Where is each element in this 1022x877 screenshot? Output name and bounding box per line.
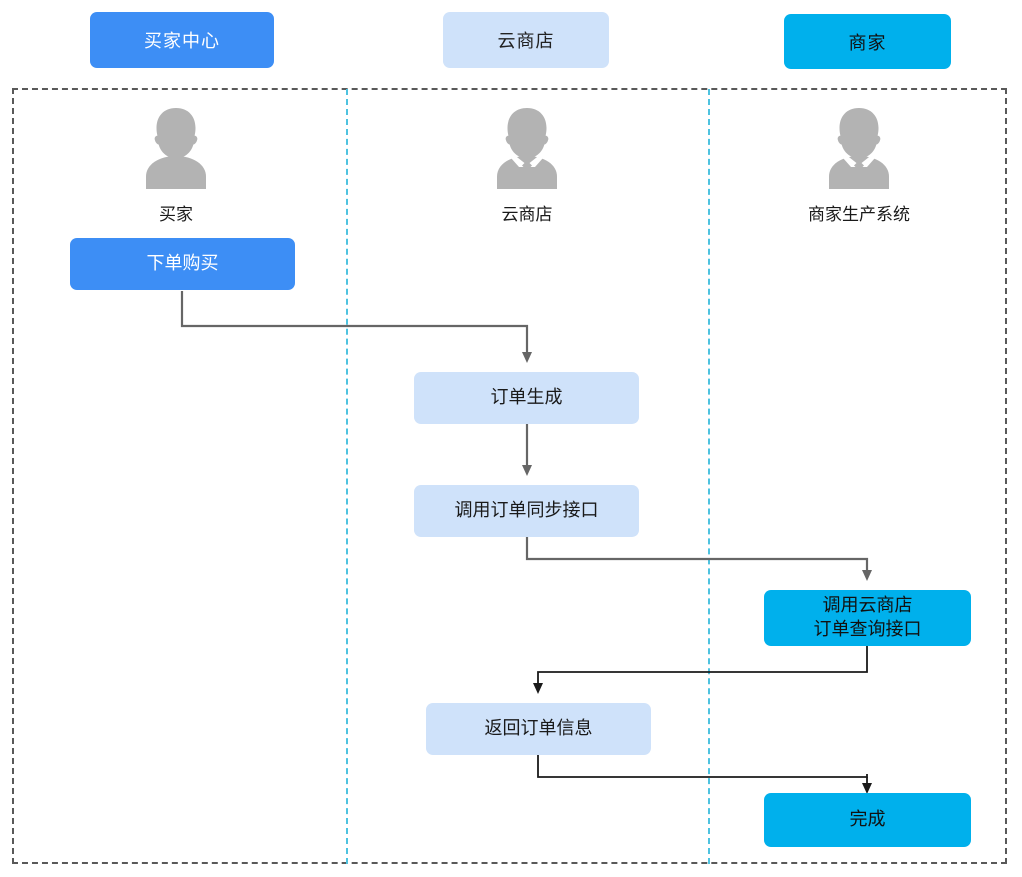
actor-merchant: 商家生产系统: [769, 104, 949, 225]
node-complete[interactable]: 完成: [764, 793, 971, 847]
actor-buyer-label: 买家: [159, 205, 193, 225]
lane-divider-buyer-cloud: [346, 89, 348, 864]
actor-cloud: 云商店: [437, 104, 617, 225]
user-avatar-collar-icon: [811, 104, 907, 189]
actor-merchant-label: 商家生产系统: [808, 205, 910, 225]
lane-header-cloud: 云商店: [443, 12, 609, 68]
node-order-generated-label: 订单生成: [490, 387, 563, 409]
lane-header-buyer-label: 买家中心: [144, 31, 220, 52]
node-return-order-info[interactable]: 返回订单信息: [426, 703, 651, 755]
node-call-cloud-store-query-api[interactable]: 调用云商店 订单查询接口: [764, 590, 971, 646]
node-order-generated[interactable]: 订单生成: [414, 372, 639, 424]
node-return-order-info-label: 返回订单信息: [484, 718, 593, 740]
actor-buyer: 买家: [86, 104, 266, 225]
diagram-frame: [12, 88, 1007, 864]
user-avatar-collar-icon: [479, 104, 575, 189]
node-call-cloud-store-query-api-label: 调用云商店 订单查询接口: [813, 595, 922, 640]
node-complete-label: 完成: [849, 809, 886, 831]
lane-divider-cloud-merchant: [708, 89, 710, 864]
lane-header-merchant: 商家: [784, 14, 951, 69]
actor-cloud-label: 云商店: [501, 205, 553, 225]
lane-header-cloud-label: 云商店: [497, 31, 555, 52]
node-place-order[interactable]: 下单购买: [70, 238, 295, 290]
lane-header-buyer: 买家中心: [90, 12, 274, 68]
node-call-order-sync-api-label: 调用订单同步接口: [454, 500, 599, 522]
node-place-order-label: 下单购买: [146, 253, 219, 275]
node-call-order-sync-api[interactable]: 调用订单同步接口: [414, 485, 639, 537]
user-avatar-icon: [128, 104, 224, 189]
lane-header-merchant-label: 商家: [848, 32, 887, 54]
